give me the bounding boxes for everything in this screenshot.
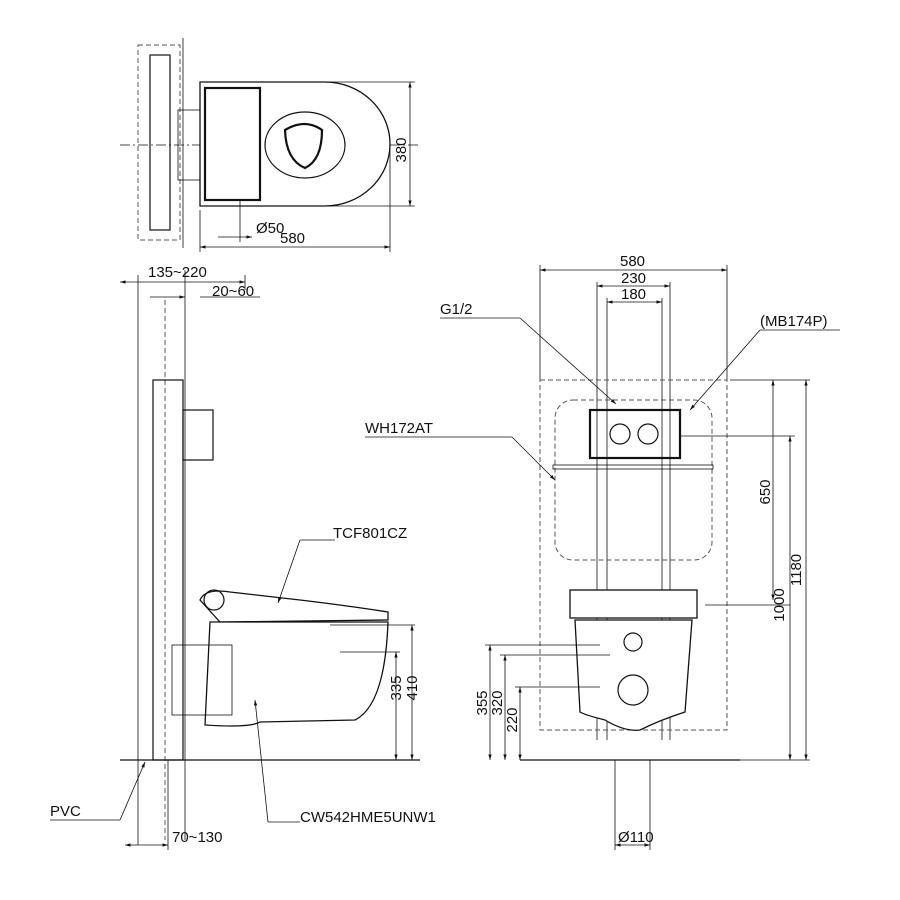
label-frame-model: WH172AT bbox=[365, 420, 433, 437]
frame-front bbox=[539, 379, 728, 731]
dim-230: 230 bbox=[621, 270, 646, 287]
dim-depth: 380 bbox=[393, 137, 410, 162]
label-bowl-model: CW542HME5UNW1 bbox=[300, 809, 436, 826]
bowl-side bbox=[204, 621, 389, 727]
dim-1000: 1000 bbox=[771, 588, 788, 621]
label-pvc: PVC bbox=[50, 803, 81, 820]
frame-top-outline bbox=[137, 44, 181, 241]
dim-frame-offset: 20~60 bbox=[212, 283, 254, 300]
dim-outlet-dia: Ø110 bbox=[618, 829, 654, 846]
flush-plate-side bbox=[182, 409, 214, 461]
bowl-opening bbox=[264, 111, 346, 179]
flush-plate-front bbox=[588, 408, 682, 460]
top-view: 380 580 Ø50 bbox=[120, 38, 420, 252]
seat-side bbox=[199, 590, 389, 623]
side-view: 135~220 20~60 335 410 TCF801CZ CW542HME5… bbox=[50, 264, 436, 850]
dim-335: 335 bbox=[388, 675, 405, 700]
dim-drain-dia: Ø50 bbox=[256, 220, 284, 237]
label-seat-model: TCF801CZ bbox=[333, 525, 407, 542]
frame-side bbox=[152, 379, 184, 761]
tank-outline bbox=[554, 399, 713, 561]
dim-1180: 1180 bbox=[788, 554, 805, 586]
dim-frame-width: 580 bbox=[620, 253, 645, 270]
dim-length: 580 bbox=[280, 230, 305, 247]
dim-320: 320 bbox=[489, 690, 506, 715]
dim-410: 410 bbox=[404, 675, 421, 700]
dim-355: 355 bbox=[474, 690, 491, 715]
dim-180: 180 bbox=[621, 286, 646, 303]
toilet-top-outline bbox=[199, 81, 391, 207]
dim-pipe-offset: 70~130 bbox=[172, 829, 222, 846]
label-inlet: G1/2 bbox=[440, 301, 473, 318]
dim-wall-offset: 135~220 bbox=[148, 264, 207, 281]
dim-650: 650 bbox=[757, 479, 774, 504]
front-view: 580 230 180 650 1000 1180 355 320 220 Ø1… bbox=[365, 253, 840, 850]
label-plate-model: (MB174P) bbox=[760, 313, 828, 330]
seat-front bbox=[569, 589, 698, 619]
dim-220: 220 bbox=[504, 707, 521, 732]
